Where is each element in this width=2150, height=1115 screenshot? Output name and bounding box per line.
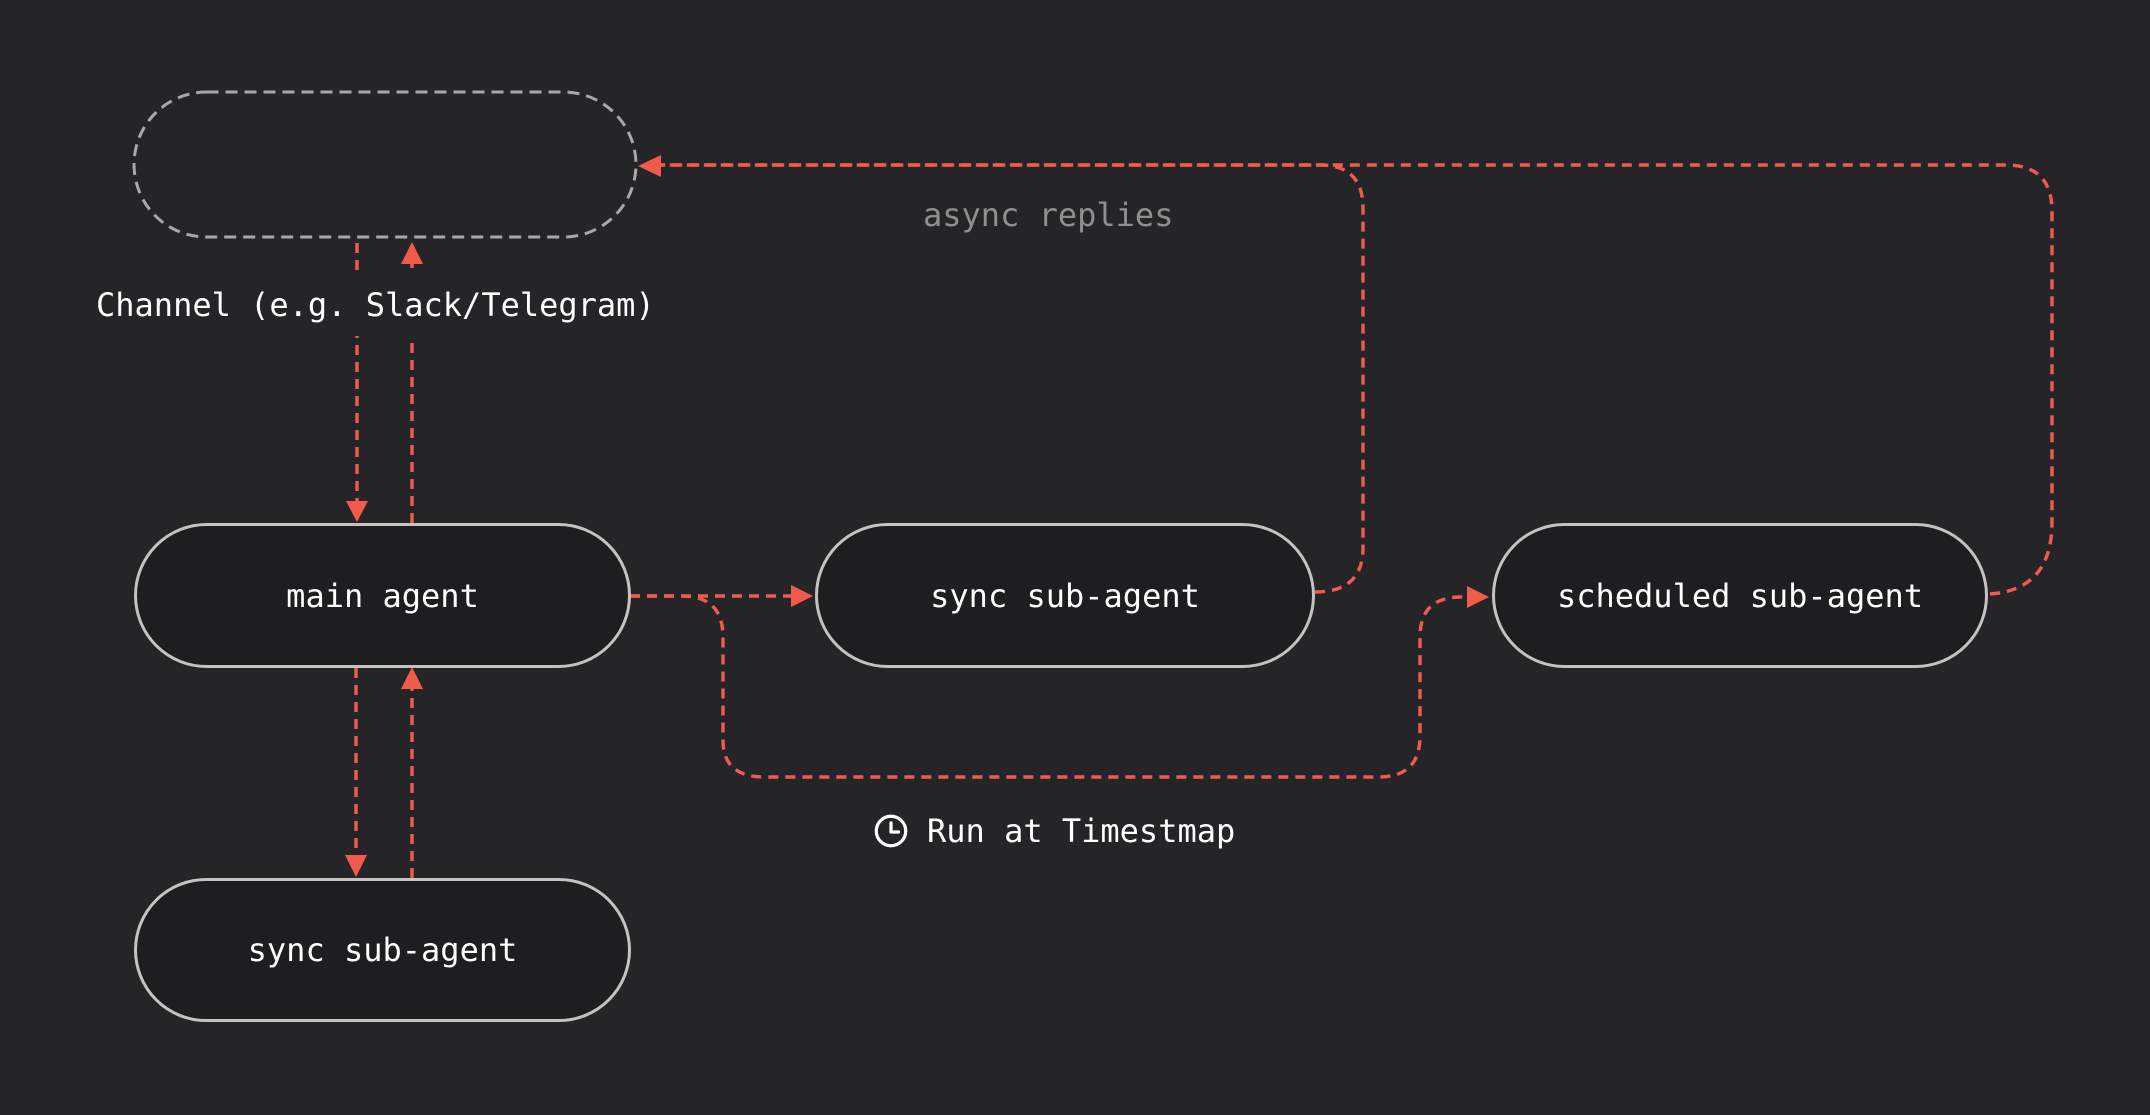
node-main-agent-label: main agent <box>286 576 479 615</box>
edge-sync-mid-to-channel <box>661 163 1365 594</box>
clock-icon <box>874 814 908 848</box>
node-scheduled-sub-agent: scheduled sub-agent <box>1492 523 1988 668</box>
node-sync-sub-agent-bottom-label: sync sub-agent <box>247 931 518 969</box>
node-scheduled-sub-agent-label: scheduled sub-agent <box>1556 576 1924 615</box>
node-channel <box>132 90 638 239</box>
arrowhead-async-to-channel <box>638 155 661 177</box>
arrowhead-sync-bottom-to-main <box>401 667 423 689</box>
arrowhead-main-to-scheduled <box>1467 586 1489 608</box>
node-sync-sub-agent-mid: sync sub-agent <box>815 523 1315 668</box>
arrowhead-main-to-channel <box>401 242 423 264</box>
node-sync-sub-agent-mid-label: sync sub-agent <box>930 576 1200 615</box>
run-at-timestamp-caption: Run at Timestmap <box>872 812 1235 850</box>
run-at-timestamp-text: Run at Timestmap <box>927 812 1236 850</box>
async-replies-text: async replies <box>923 196 1174 234</box>
arrowhead-channel-to-main <box>346 501 368 522</box>
channel-caption: Channel (e.g. Slack/Telegram) <box>88 274 663 336</box>
node-main-agent: main agent <box>134 523 631 668</box>
async-replies-caption: async replies <box>923 196 1173 234</box>
arrowhead-main-to-sync-mid <box>791 585 813 607</box>
channel-caption-text: Channel (e.g. Slack/Telegram) <box>96 286 655 324</box>
node-sync-sub-agent-bottom: sync sub-agent <box>134 878 631 1022</box>
arrowhead-main-to-sync-bottom <box>345 855 367 877</box>
edge-scheduled-to-channel <box>661 163 2054 596</box>
